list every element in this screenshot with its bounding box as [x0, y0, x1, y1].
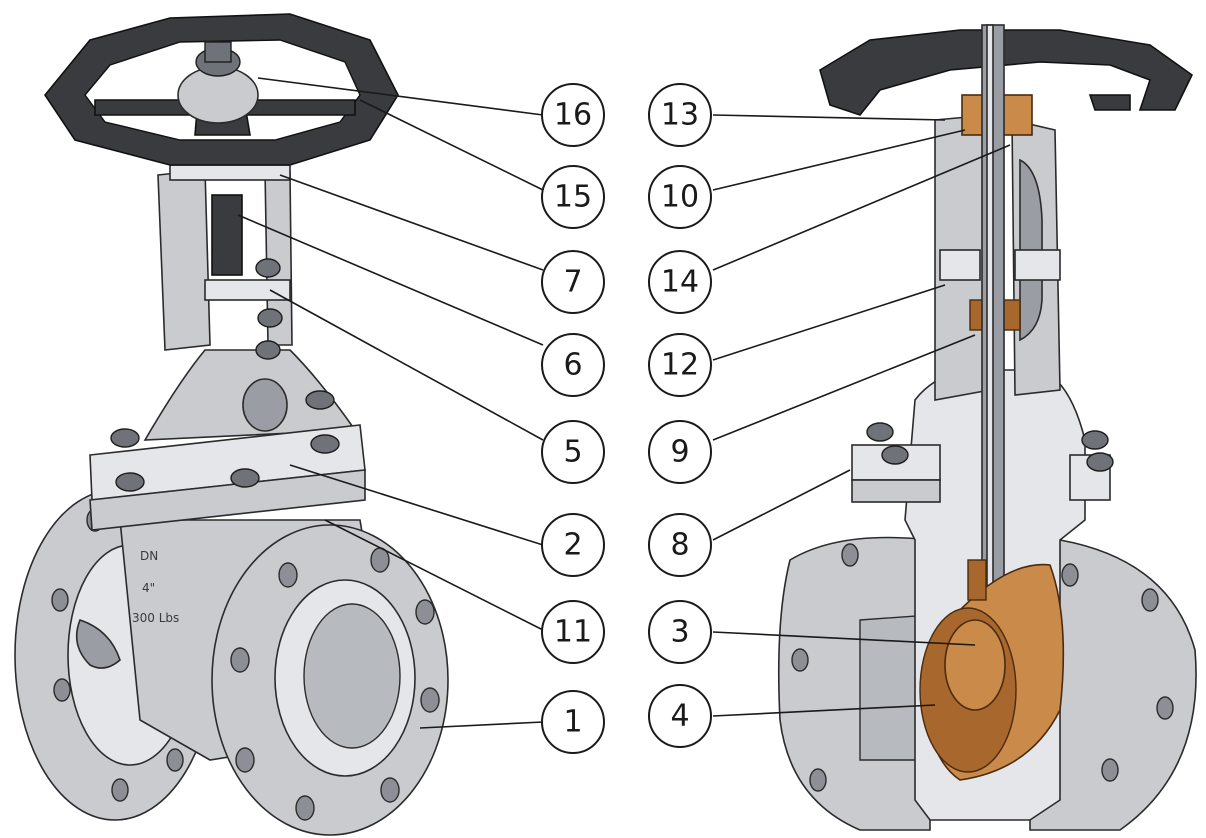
- callout-14: 14: [648, 250, 712, 314]
- handwheel-section: [819, 29, 1194, 116]
- callout-12: 12: [648, 333, 712, 397]
- sectioned-valve-view: [777, 24, 1197, 831]
- svg-text:4: 4: [670, 699, 689, 734]
- svg-text:7: 7: [563, 265, 582, 300]
- callout-15: 15: [541, 165, 605, 229]
- callout-13: 13: [648, 83, 712, 147]
- outlet-flange: [211, 524, 449, 836]
- callout-10: 10: [648, 165, 712, 229]
- callout-9: 9: [648, 420, 712, 484]
- svg-text:5: 5: [563, 435, 582, 470]
- callout-3: 3: [648, 600, 712, 664]
- callout-16: 16: [541, 83, 605, 147]
- svg-text:9: 9: [670, 435, 689, 470]
- svg-text:6: 6: [563, 348, 582, 383]
- body-marking-class: 300 Lbs: [132, 611, 179, 625]
- callout-11: 11: [541, 600, 605, 664]
- bonnet-flange-section: [851, 422, 1114, 503]
- body-bonnet-flange: [89, 390, 366, 531]
- callout-6: 6: [541, 333, 605, 397]
- handwheel: [44, 13, 399, 166]
- svg-text:12: 12: [661, 348, 699, 383]
- svg-text:3: 3: [670, 615, 689, 650]
- svg-text:10: 10: [661, 180, 699, 215]
- body-marking-size: 4": [142, 581, 155, 595]
- assembled-valve-view: DN 4" 300 Lbs: [14, 13, 449, 836]
- callouts: 16 15 7 6 5 2 11 1 13 10 14 12 9 8 3 4: [541, 83, 712, 754]
- callout-1: 1: [541, 690, 605, 754]
- callout-8: 8: [648, 513, 712, 577]
- svg-text:14: 14: [661, 265, 699, 300]
- callout-2: 2: [541, 513, 605, 577]
- svg-text:2: 2: [563, 528, 582, 563]
- svg-text:1: 1: [563, 705, 582, 740]
- svg-text:15: 15: [554, 180, 592, 215]
- callout-4: 4: [648, 684, 712, 748]
- svg-text:13: 13: [661, 98, 699, 133]
- svg-text:8: 8: [670, 528, 689, 563]
- svg-text:16: 16: [554, 98, 592, 133]
- callout-7: 7: [541, 250, 605, 314]
- body-marking-dn: DN: [140, 549, 158, 563]
- callout-5: 5: [541, 420, 605, 484]
- yoke: [157, 164, 293, 360]
- outlet-flange-section: [1029, 539, 1197, 831]
- leader-lines: [237, 77, 1011, 729]
- svg-text:11: 11: [554, 615, 592, 650]
